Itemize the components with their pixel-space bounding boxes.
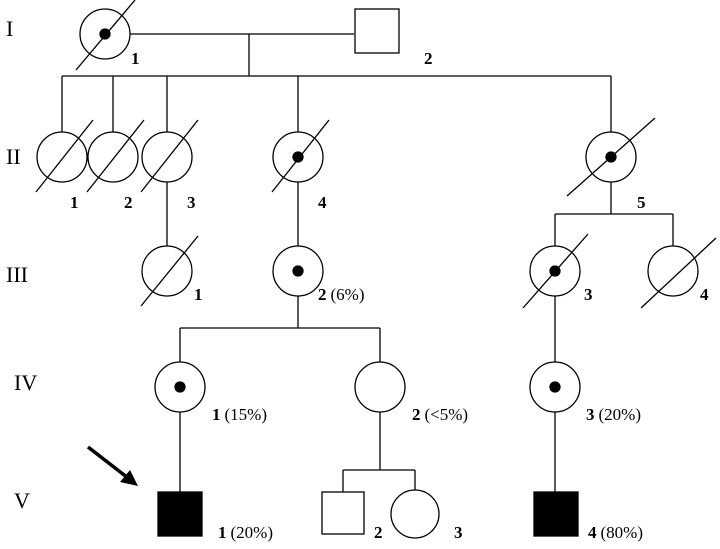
label-iii1: 1 xyxy=(194,285,203,304)
label-i2: 2 xyxy=(424,49,433,68)
label-v3: 3 xyxy=(454,523,463,542)
label-iii2: 2(6%) xyxy=(318,285,364,304)
generation-label-v: V xyxy=(14,488,30,513)
generation-label-i: I xyxy=(6,16,13,41)
label-v4: 4(80%) xyxy=(588,523,643,542)
carrier-dot xyxy=(99,28,111,40)
individual-v3-female-symbol xyxy=(390,489,440,539)
individual-iii2 xyxy=(272,245,324,297)
individual-iv2-female-symbol xyxy=(354,361,406,413)
individual-iv1 xyxy=(154,361,206,413)
label-iii4: 4 xyxy=(700,285,709,304)
generation-label-iii: III xyxy=(6,262,28,287)
individual-ii2 xyxy=(86,119,145,193)
label-ii1: 1 xyxy=(70,193,79,212)
deceased-slash xyxy=(271,119,330,193)
individual-v4-affected-male-symbol xyxy=(533,491,579,537)
label-iv1: 1(15%) xyxy=(212,405,267,424)
deceased-slash xyxy=(140,119,199,193)
individual-ii3 xyxy=(140,119,199,193)
deceased-slash xyxy=(522,233,589,309)
deceased-slash xyxy=(75,0,136,71)
individual-iii3 xyxy=(522,233,589,309)
individual-i1 xyxy=(75,0,136,71)
label-ii3: 3 xyxy=(187,193,196,212)
individual-ii1 xyxy=(35,119,94,193)
female-symbol xyxy=(87,131,139,183)
carrier-dot xyxy=(174,381,186,393)
label-iii3: 3 xyxy=(584,285,593,304)
female-symbol xyxy=(141,131,193,183)
deceased-slash xyxy=(140,235,199,307)
deceased-slash xyxy=(86,119,145,193)
individual-iv3 xyxy=(529,361,581,413)
individual-v2-male-symbol xyxy=(321,491,365,535)
pedigree-lines xyxy=(61,33,674,492)
label-ii5: 5 xyxy=(637,193,646,212)
label-iv2: 2(<5%) xyxy=(412,405,468,424)
individual-iii1 xyxy=(140,235,199,307)
label-i1: 1 xyxy=(131,49,140,68)
deceased-slash xyxy=(640,237,717,309)
individual-ii5 xyxy=(566,117,656,197)
carrier-dot xyxy=(549,381,561,393)
carrier-dot xyxy=(292,265,304,277)
female-symbol xyxy=(647,245,699,297)
carrier-dot xyxy=(292,151,304,163)
label-ii2: 2 xyxy=(124,193,133,212)
deceased-slash xyxy=(35,119,94,193)
generation-label-ii: II xyxy=(6,144,21,169)
deceased-slash xyxy=(566,117,656,197)
female-symbol xyxy=(36,131,88,183)
generation-label-iv: IV xyxy=(14,370,37,395)
label-v2: 2 xyxy=(374,523,383,542)
individual-iii4 xyxy=(640,237,717,309)
individual-v1-affected-male-symbol xyxy=(157,491,203,537)
proband-arrow-icon xyxy=(86,445,138,486)
individual-ii4 xyxy=(271,119,330,193)
label-ii4: 4 xyxy=(318,193,327,212)
individual-i2-male-symbol xyxy=(354,8,400,54)
label-iv3: 3(20%) xyxy=(586,405,641,424)
label-v1: 1(20%) xyxy=(218,523,273,542)
